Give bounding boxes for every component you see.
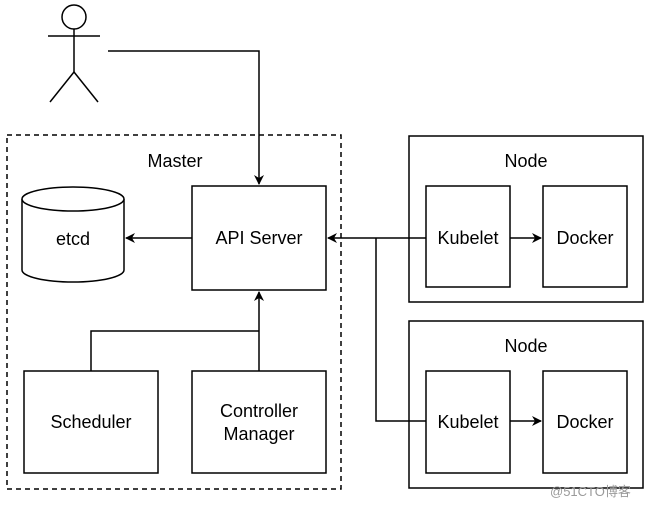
scheduler-label: Scheduler — [50, 412, 132, 432]
node-2-kubelet-label: Kubelet — [437, 412, 499, 432]
node-1-docker-label: Docker — [556, 228, 614, 248]
node-1-kubelet-box — [425, 185, 511, 288]
controller-manager-label-line1: Controller — [219, 401, 299, 421]
etcd-label: etcd — [55, 229, 91, 249]
node-2-kubelet-box — [425, 370, 511, 474]
kubelet-2-to-api-line — [375, 238, 426, 422]
node-2-label: Node — [504, 336, 548, 356]
controller-manager-box — [191, 370, 327, 474]
api-server-label: API Server — [215, 228, 303, 248]
watermark: @51CTO博客 — [550, 484, 631, 499]
node-2-docker-label: Docker — [556, 412, 614, 432]
scheduler-to-api-arrow — [90, 330, 259, 371]
api-server-box — [191, 185, 327, 291]
node-2-docker-box — [542, 370, 628, 474]
controller-manager-label-line2: Manager — [223, 424, 295, 444]
node-1-docker-box — [542, 185, 628, 288]
etcd-database-icon — [21, 186, 125, 283]
node-1-kubelet-label: Kubelet — [437, 228, 499, 248]
user-to-api-arrow — [108, 50, 264, 185]
master-boundary — [6, 134, 342, 490]
master-label: Master — [147, 151, 203, 171]
node-1-label: Node — [504, 151, 548, 171]
user-actor-icon — [48, 4, 100, 103]
